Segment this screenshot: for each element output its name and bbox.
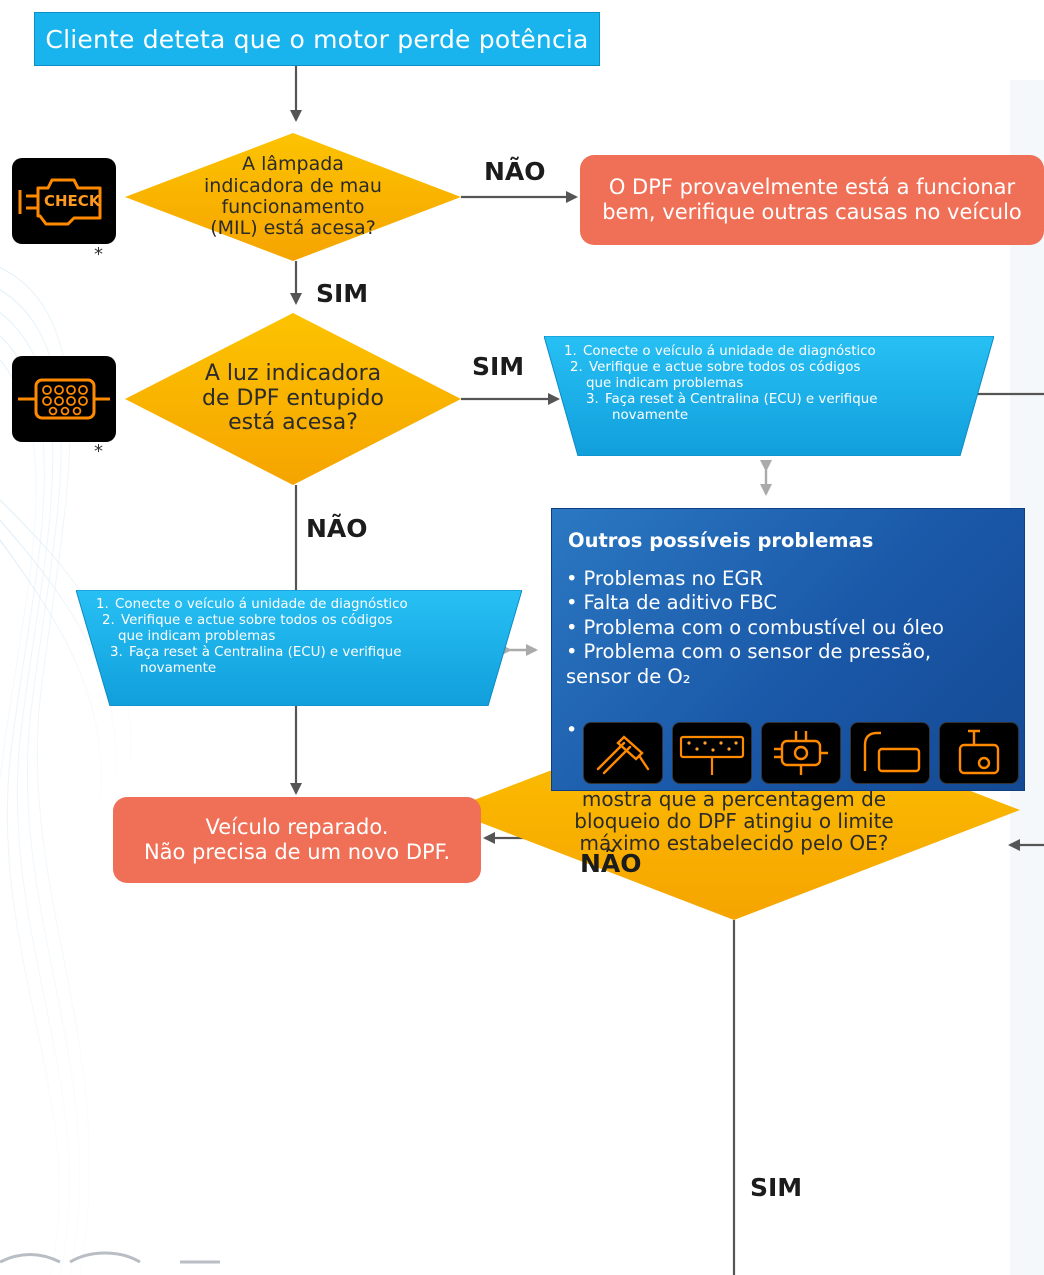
step-item: novamente (140, 660, 217, 676)
step-item: 1. Conecte o veículo á unidade de diagnó… (564, 344, 876, 359)
list-item: sensor de O₂ (566, 664, 691, 688)
step-item: 2. Verifique e actue sobre todos os códi… (102, 612, 393, 628)
asterisk-note: * (94, 244, 103, 265)
result-dpf-ok-text: O DPF provavelmente está a funcionar bem… (602, 174, 1022, 224)
label-sim-2: SIM (472, 352, 525, 381)
step-item: 3. Faça reset à Centralina (ECU) e verif… (110, 644, 402, 660)
other-problems-list: •Problemas no EGR •Falta de aditivo FBC … (566, 567, 944, 689)
label-nao-1: NÃO (484, 157, 546, 186)
list-item: •Problemas no EGR (566, 567, 764, 590)
injector-icon (584, 723, 662, 783)
trapezoid-shape (76, 590, 522, 706)
decision-mil-text: A lâmpada indicadora de mau funcionament… (204, 153, 382, 240)
other-problems-title: Outros possíveis problemas (568, 529, 874, 552)
result-repaired-line2: Não precisa de um novo DPF. (143, 840, 451, 864)
result-dpf-ok: O DPF provavelmente está a funcionar bem… (580, 155, 1044, 245)
list-item: •Problema com o combustível ou óleo (566, 615, 944, 639)
step-item: 2. Verifique e actue sobre todos os códi… (570, 359, 861, 375)
result-vehicle-repaired: Veículo reparado. Não precisa de um novo… (113, 797, 481, 883)
decision-diamond-shape (125, 133, 461, 261)
dpf-clogged-warning-icon (12, 356, 116, 442)
label-nao-2: NÃO (306, 514, 368, 543)
check-engine-warning-icon: CHECK (12, 158, 116, 244)
decision-dpf-light-text: A luz indicadora de DPF entupido está ac… (202, 361, 384, 436)
decision-dpf-light: A luz indicadora de DPF entupido está ac… (125, 313, 461, 485)
step-item: novamente (612, 407, 689, 423)
icons-bullet: • (566, 719, 578, 741)
start-text: Cliente deteta que o motor perde potênci… (45, 24, 589, 54)
asterisk-note: * (94, 441, 103, 462)
step-item: que indicam problemas (586, 375, 744, 391)
pump-icon (762, 723, 840, 783)
steps-box-left: 1. Conecte o veículo á unidade de diagnó… (76, 590, 522, 706)
result-repaired-line1: Veículo reparado. (205, 814, 389, 839)
steps-list: 1. Conecte o veículo á unidade de diagnó… (76, 590, 522, 677)
decision-diamond-shape (125, 313, 461, 485)
other-problems-panel: Outros possíveis problemas •Problemas no… (551, 508, 1025, 791)
egr-pipe-icon (851, 723, 929, 783)
steps-list: 1. Conecte o veículo á unidade de diagnó… (544, 336, 994, 424)
label-nao-3: NÃO (580, 849, 642, 878)
step-item: 1. Conecte o veículo á unidade de diagnó… (96, 597, 408, 612)
start-node: Cliente deteta que o motor perde potênci… (34, 12, 600, 66)
step-item: 3. Faça reset à Centralina (ECU) e verif… (586, 391, 878, 407)
list-item: •Problema com o sensor de pressão, (566, 640, 932, 664)
problem-icons-row: • (566, 719, 1026, 783)
list-item: •Falta de aditivo FBC (566, 591, 778, 615)
trapezoid-shape (544, 336, 994, 456)
label-sim-1: SIM (316, 279, 369, 308)
step-item: que indicam problemas (118, 628, 276, 644)
check-text: CHECK (44, 192, 101, 210)
filter-icon (673, 723, 751, 783)
steps-box-right: 1. Conecte o veículo á unidade de diagnó… (544, 336, 994, 456)
label-sim-3: SIM (750, 1173, 803, 1202)
decision-mil: A lâmpada indicadora de mau funcionament… (125, 133, 461, 261)
oil-icon (940, 723, 1018, 783)
